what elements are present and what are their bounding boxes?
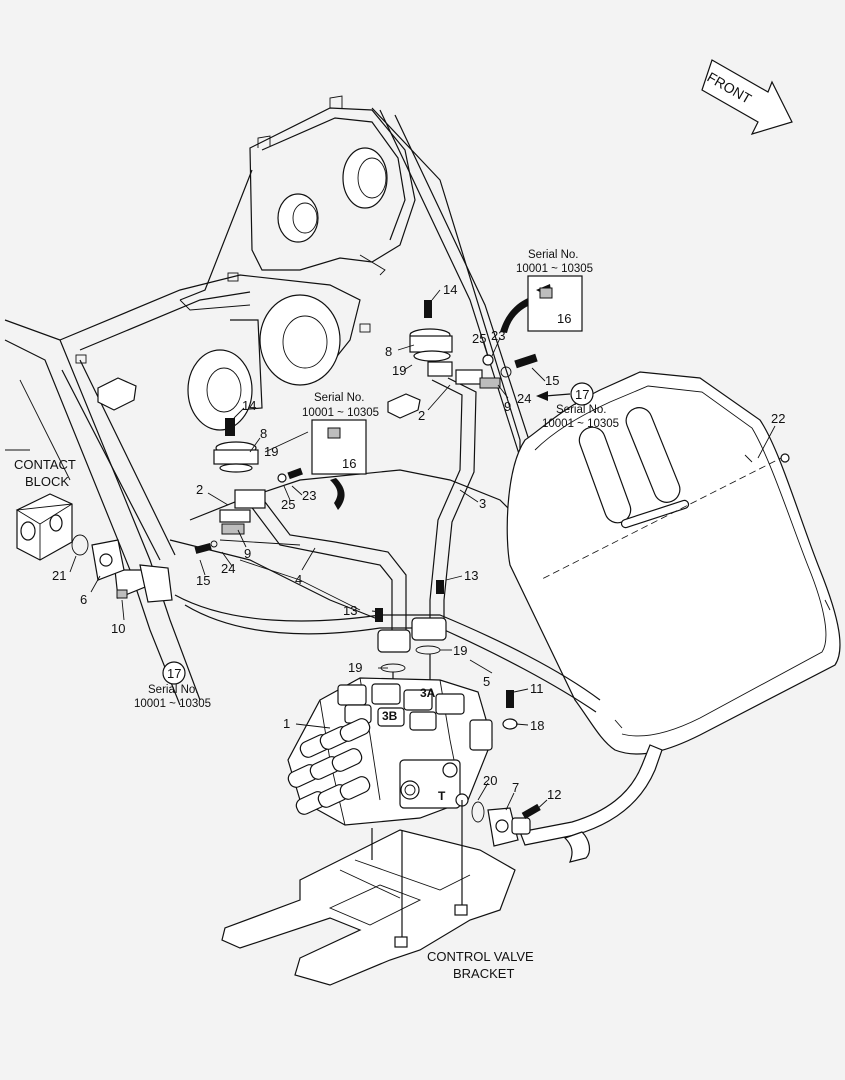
callout-20: 20 — [483, 773, 497, 788]
caption-contact-block-2: BLOCK — [25, 474, 69, 489]
callout-19-lower-left: 19 — [348, 660, 362, 675]
callout-19-lower-right: 19 — [453, 643, 467, 658]
callout-24-left: 24 — [221, 561, 235, 576]
serial-range-2: 10001 ~ 10305 — [302, 407, 379, 419]
serial-title-4: Serial No. — [148, 684, 199, 696]
callout-16-left: 16 — [342, 456, 356, 471]
callout-2-right: 2 — [418, 408, 425, 423]
front-arrow: FRONT — [701, 59, 793, 135]
serial-range-1: 10001 ~ 10305 — [516, 263, 593, 275]
callout-numbers: 1 2 2 3 4 5 6 7 8 8 9 9 10 11 12 13 13 1… — [52, 282, 785, 802]
spool-caps — [287, 718, 371, 815]
serial-box-left: Serial No. 10001 ~ 10305 — [302, 392, 379, 510]
callout-12: 12 — [547, 787, 561, 802]
callout-24-right: 24 — [517, 391, 531, 406]
port-label-3a: 3A — [420, 686, 436, 700]
callout-23-right: 23 — [491, 328, 505, 343]
contact-block — [15, 493, 128, 599]
caption-bracket-2: BRACKET — [453, 966, 514, 981]
serial-title-3: Serial No. — [556, 404, 607, 416]
circled-ref-17-right: 17 — [575, 387, 589, 402]
callout-9-right: 9 — [504, 399, 511, 414]
callout-1: 1 — [283, 716, 290, 731]
callout-16-right: 16 — [557, 311, 571, 326]
serial-note-17-right: 17 Serial No. 10001 ~ 10305 — [536, 382, 619, 430]
callout-13-left: 13 — [343, 603, 357, 618]
access-cover-panel — [506, 371, 841, 755]
callout-6: 6 — [80, 592, 87, 607]
callout-8-left: 8 — [260, 426, 267, 441]
callout-25-right: 25 — [472, 331, 486, 346]
callout-22: 22 — [771, 411, 785, 426]
port-label-3b: 3B — [382, 709, 398, 723]
serial-title-2: Serial No. — [314, 392, 365, 404]
callout-14-left: 14 — [242, 398, 256, 413]
callout-23-left: 23 — [302, 488, 316, 503]
callout-14-right: 14 — [443, 282, 457, 297]
clamp-assembly-right — [409, 300, 538, 389]
port-label-t: T — [438, 789, 446, 803]
control-valve-bracket — [221, 800, 516, 986]
clamp-assembly-left — [194, 418, 303, 554]
serial-box-upper-right: Serial No. 10001 ~ 10305 — [500, 249, 593, 333]
callout-25-left: 25 — [281, 497, 295, 512]
callout-8-right: 8 — [385, 344, 392, 359]
callout-9-left: 9 — [244, 546, 251, 561]
upper-frame — [4, 95, 556, 706]
serial-range-3: 10001 ~ 10305 — [542, 418, 619, 430]
callout-19-upper-left: 19 — [264, 444, 278, 459]
hose-routing — [114, 377, 663, 863]
callout-4: 4 — [295, 572, 302, 587]
callout-11: 11 — [530, 681, 544, 696]
leader-lines — [69, 289, 790, 813]
callout-2-left: 2 — [196, 482, 203, 497]
callout-15-right: 15 — [545, 373, 559, 388]
serial-note-17-left: 17 Serial No. 10001 ~ 10305 — [134, 661, 211, 710]
serial-title-1: Serial No. — [528, 249, 579, 261]
callout-5: 5 — [483, 674, 490, 689]
callout-10: 10 — [111, 621, 125, 636]
callout-19-upper-right: 19 — [392, 363, 406, 378]
control-valve: 3A 3B T — [287, 677, 493, 826]
circled-ref-17-left: 17 — [167, 666, 181, 681]
caption-bracket-1: CONTROL VALVE — [427, 949, 534, 964]
callout-21: 21 — [52, 568, 66, 583]
callout-13-right: 13 — [464, 568, 478, 583]
serial-range-4: 10001 ~ 10305 — [134, 698, 211, 710]
callout-3: 3 — [479, 496, 486, 511]
caption-contact-block-1: CONTACT — [14, 457, 76, 472]
callout-15-left: 15 — [196, 573, 210, 588]
tank-return-fitting — [471, 801, 541, 847]
callout-18: 18 — [530, 718, 544, 733]
callout-7: 7 — [512, 780, 519, 795]
